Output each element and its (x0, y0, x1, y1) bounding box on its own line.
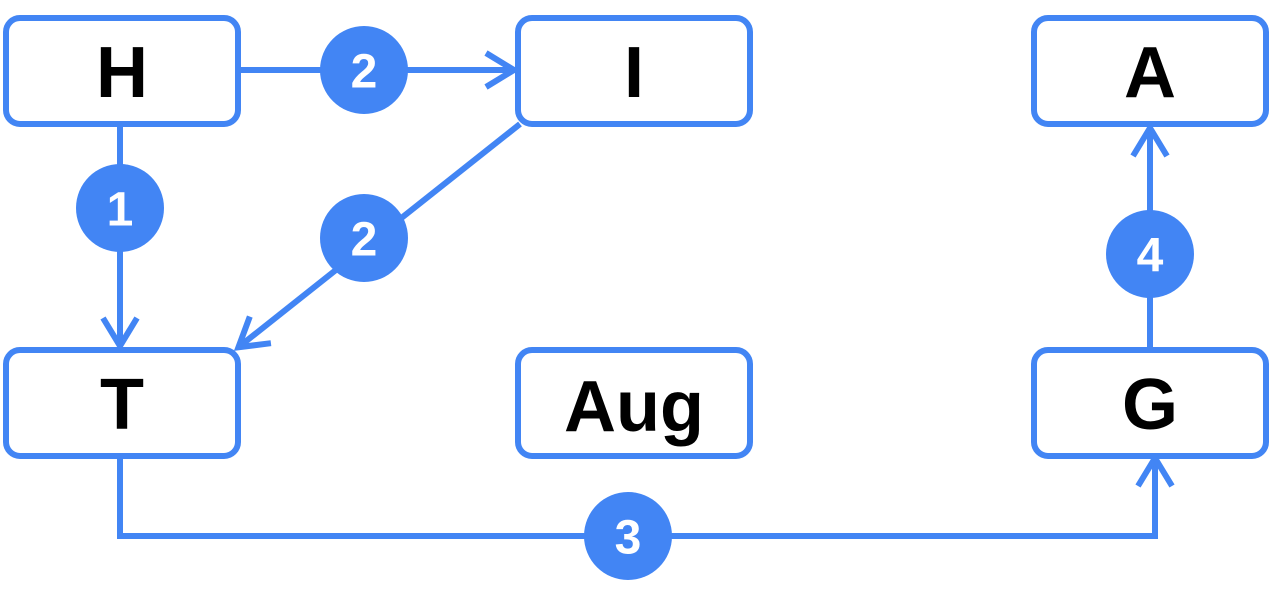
node-aug-box (515, 347, 753, 459)
node-a: A (1031, 15, 1269, 127)
edge-h-to-i-label: 2 (351, 46, 378, 99)
edge-t-to-g-label: 3 (615, 512, 642, 565)
node-t-label: T (100, 365, 144, 445)
edge-h-to-t-badge (76, 164, 164, 252)
edge-t-to-g: 3 (117, 452, 1175, 580)
edge-h-to-t-label: 1 (107, 184, 134, 237)
edge-g-to-a-badge (1106, 210, 1194, 298)
node-h: H (3, 15, 241, 127)
edge-g-to-a-label: 4 (1137, 230, 1164, 283)
edge-h-to-i: 2 (238, 26, 520, 114)
node-i-box (515, 15, 753, 127)
node-g-label: G (1122, 365, 1178, 445)
node-h-box (3, 15, 241, 127)
edge-i-to-t-badge (320, 194, 408, 282)
edge-i-to-t-label: 2 (351, 214, 378, 267)
edge-t-to-g-badge (584, 492, 672, 580)
node-g-box (1031, 347, 1269, 459)
node-i: I (515, 15, 753, 127)
node-g: G (1031, 347, 1269, 459)
node-t: T (3, 347, 241, 459)
node-t-box (3, 347, 241, 459)
node-aug-label: Aug (564, 367, 704, 447)
node-h-label: H (96, 33, 148, 113)
edge-h-to-t: 1 (76, 124, 164, 352)
edge-g-to-a: 4 (1106, 122, 1194, 350)
node-aug: Aug (515, 347, 753, 459)
node-i-label: I (624, 33, 644, 113)
node-a-label: A (1124, 33, 1176, 113)
node-a-box (1031, 15, 1269, 127)
edge-h-to-i-badge (320, 26, 408, 114)
edge-i-to-t: 2 (233, 121, 522, 351)
